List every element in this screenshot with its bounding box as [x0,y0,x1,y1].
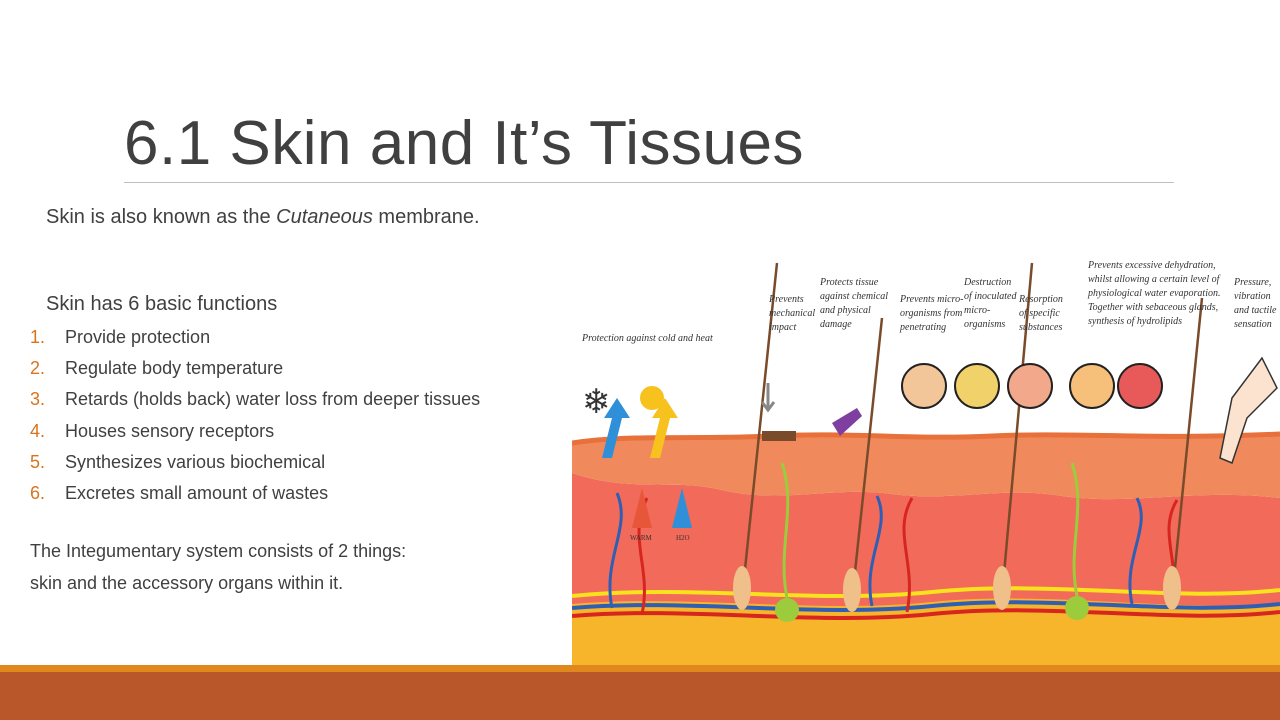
sweat-duct [1070,462,1080,597]
dermis-layer [572,473,1280,606]
snowflake-icon: ❄ [582,384,611,421]
skin-functions-illustration: ❄ WARM H2O Protection against cold and h… [572,260,1280,678]
list-item: 4. Houses sensory receptors [30,416,480,447]
list-item: 5. Synthesizes various biochemical [30,447,480,478]
integumentary-line-2: skin and the accessory organs within it. [30,573,344,593]
vessel-branch [868,495,883,607]
cold-arrow-icon [602,398,630,458]
label-destruction: Destruction of inoculated micro- organis… [963,277,1019,330]
microorganism-lens [901,363,947,409]
list-number: 5. [30,451,46,472]
list-item: 6. Excretes small amount of wastes [30,478,480,509]
touch-finger-icon [1219,356,1278,465]
hair-follicle [733,566,751,610]
vessel-branch [1128,497,1143,605]
hair-shaft [1000,262,1034,597]
epidermis-layer [572,434,1280,500]
red-vessel [572,608,1280,620]
h2o-arrow-icon [672,488,692,528]
stratum-corneum [572,431,1280,446]
list-text: Houses sensory receptors [65,420,275,441]
hair-shaft [1170,297,1204,599]
list-number: 1. [30,327,46,348]
sweat-gland [775,598,799,622]
intro-text-start: Skin is also known as the [46,206,277,228]
list-text: Provide protection [65,327,211,348]
destruction-lens [954,363,1000,409]
list-item: 1. Provide protection [30,322,480,353]
footer-band-accent [0,665,1280,672]
h2o-label: H2O [676,534,690,542]
list-number: 2. [30,358,46,379]
sun-icon [640,386,664,410]
warm-label: WARM [630,534,653,542]
list-item: 2. Regulate body temperature [30,353,480,384]
list-item: 3. Retards (holds back) water loss from d… [30,384,480,415]
functions-heading: Skin has 6 basic functions [46,293,278,315]
vessel-branch [902,497,914,613]
cutaneous-intro: Skin is also known as the Cutaneous memb… [46,206,480,229]
label-resorption: Resorption of specific substances [1018,294,1065,333]
list-text: Excretes small amount of wastes [65,483,329,504]
hair-follicle [843,568,861,612]
hammer-icon [762,431,796,441]
warm-arrow-icon [632,488,652,528]
sweat-duct [780,462,790,599]
title-divider [124,182,1174,183]
heat-arrow-icon [650,398,678,458]
functions-list: 1. Provide protection 2. Regulate body tem… [30,322,480,509]
hair-shaft [850,317,884,601]
label-microorganisms: Prevents micro- organisms from penetrati… [899,294,966,333]
flask-icon [832,408,862,436]
list-text: Retards (holds back) water loss from dee… [65,389,481,410]
sweat-gland [1065,596,1089,620]
dehydration-lens [1069,363,1115,409]
hair-shaft [740,262,779,599]
list-text: Synthesizes various biochemical [65,451,326,472]
footer-band [0,672,1280,720]
list-number: 3. [30,389,46,410]
list-text: Regulate body temperature [65,358,284,379]
list-number: 6. [30,483,46,504]
label-cold-heat: Protection against cold and heat [581,333,713,344]
cutaneous-term: Cutaneous [276,206,373,228]
label-chemical: Protects tissue against chemical and phy… [819,277,891,330]
hair-follicle [993,566,1011,610]
integumentary-line-1: The Integumentary system consists of 2 t… [30,541,407,561]
hydrolipid-lens [1117,363,1163,409]
resorption-lens [1007,363,1053,409]
list-number: 4. [30,420,46,441]
label-pressure: Pressure, vibration and tactile sensatio… [1233,277,1279,330]
label-mechanical: Prevents mechanical impact [768,294,818,333]
slide-title: 6.1 Skin and It’s Tissues [124,109,804,178]
label-dehydration: Prevents excessive dehydration, whilst a… [1087,260,1223,327]
impact-arrow-icon [760,383,776,413]
hair-follicle [1163,566,1181,610]
intro-text-end: membrane. [372,206,480,228]
vessel-branch [608,492,623,609]
